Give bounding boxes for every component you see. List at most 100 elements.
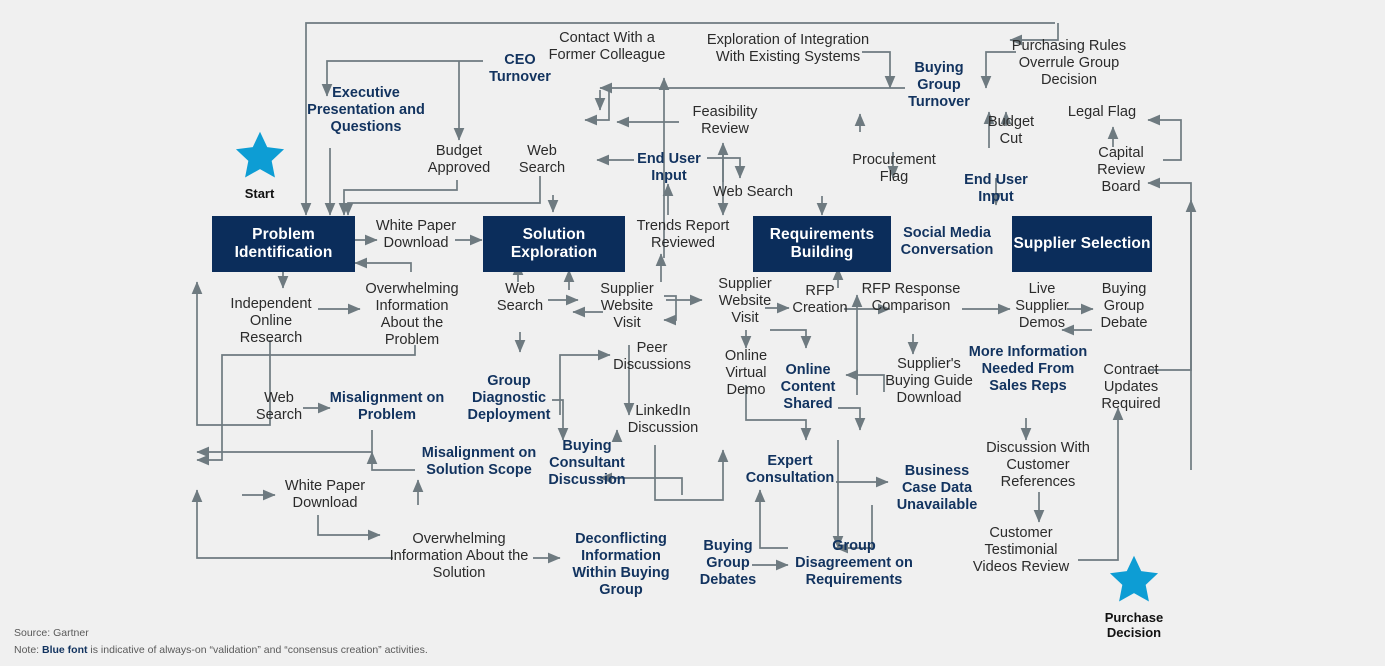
node-label: Peer Discussions [613,340,691,374]
node-more-information-needed[interactable]: More Information Needed From Sales Reps [968,344,1088,395]
node-rfp-creation[interactable]: RFP Creation [789,283,851,317]
star-icon [1109,555,1159,602]
node-live-supplier-demos[interactable]: Live Supplier Demos [1008,281,1076,332]
purchase-decision-label: Purchase Decision [1104,610,1164,640]
node-independent-online-research[interactable]: Independent Online Research [223,296,319,347]
node-expert-consultation[interactable]: Expert Consultation [738,453,842,487]
node-budget-approved[interactable]: Budget Approved [418,143,500,177]
start-label: Start [244,186,275,201]
node-linkedin-discussion[interactable]: LinkedIn Discussion [611,403,715,437]
node-label: Supplier's Buying Guide Download [885,356,973,407]
node-label: Misalignment on Problem [329,390,445,423]
footer-source: Source: Gartner [14,627,89,640]
node-label: Social Media Conversation [900,225,994,258]
node-label: Independent Online Research [230,296,312,347]
node-overwhelming-info-problem[interactable]: Overwhelming Information About the Probl… [358,281,466,349]
node-social-media-conversation[interactable]: Social Media Conversation [893,225,1001,259]
node-label: Buying Consultant Discussion [548,438,626,488]
node-label: Buying Group Debate [1100,281,1148,332]
node-procurement-flag[interactable]: Procurement Flag [845,152,943,186]
node-label: Capital Review Board [1097,145,1145,196]
node-online-virtual-demo[interactable]: Online Virtual Demo [714,348,778,399]
node-executive-presentation[interactable]: Executive Presentation and Questions [300,85,432,136]
node-supplier-website-visit-2[interactable]: Supplier Website Visit [704,276,786,327]
stage-supplier-selection[interactable]: Supplier Selection [1012,216,1152,272]
node-contract-updates-required[interactable]: Contract Updates Required [1090,362,1172,413]
node-overwhelming-info-solution[interactable]: Overwhelming Information About the Solut… [384,531,534,582]
node-web-search-feasibility[interactable]: Web Search [705,184,801,201]
node-label: Misalignment on Solution Scope [421,445,537,478]
node-label: Overwhelming Information About the Solut… [389,531,529,582]
node-white-paper-download-top[interactable]: White Paper Download [373,218,459,252]
node-label: Live Supplier Demos [1015,281,1069,332]
node-purchasing-rules-overrule[interactable]: Purchasing Rules Overrule Group Decision [1010,38,1128,89]
stage-label: Solution Exploration [510,225,598,261]
footer-note-suffix: is indicative of always-on “validation” … [87,643,428,656]
node-ceo-turnover[interactable]: CEO Turnover [477,52,563,86]
node-label: Legal Flag [1067,104,1137,120]
node-label: End User Input [637,151,701,184]
node-business-case-data-unavailable[interactable]: Business Case Data Unavailable [890,463,984,514]
node-group-diagnostic-deployment[interactable]: Group Diagnostic Deployment [464,373,554,424]
node-web-search-solution[interactable]: Web Search [483,281,557,315]
node-label: Business Case Data Unavailable [896,463,978,513]
stage-label: Requirements Building [769,225,875,261]
node-exploration-integration[interactable]: Exploration of Integration With Existing… [693,32,883,66]
node-suppliers-buying-guide[interactable]: Supplier's Buying Guide Download [880,356,978,407]
node-discussion-customer-references[interactable]: Discussion With Customer References [976,440,1100,491]
node-capital-review-board[interactable]: Capital Review Board [1090,145,1152,196]
node-deconflicting-information[interactable]: Deconflicting Information Within Buying … [560,531,682,599]
node-label: End User Input [964,172,1028,205]
node-label: Deconflicting Information Within Buying … [572,531,670,598]
node-feasibility-review[interactable]: Feasibility Review [681,104,769,138]
stage-problem-identification[interactable]: Problem Identification [212,216,355,272]
node-online-content-shared[interactable]: Online Content Shared [772,362,844,413]
node-misalignment-on-problem[interactable]: Misalignment on Problem [327,390,447,424]
node-customer-testimonial-videos[interactable]: Customer Testimonial Videos Review [963,525,1079,576]
node-white-paper-download-bottom[interactable]: White Paper Download [275,478,375,512]
node-end-user-input-left[interactable]: End User Input [629,151,709,185]
node-buying-consultant-discussion[interactable]: Buying Consultant Discussion [543,438,631,489]
node-label: Procurement Flag [852,152,936,186]
node-misalignment-solution-scope[interactable]: Misalignment on Solution Scope [418,445,540,479]
node-label: Budget Cut [987,114,1035,148]
node-web-search-top[interactable]: Web Search [505,143,579,177]
node-label: Overwhelming Information About the Probl… [365,281,459,349]
node-trends-report-reviewed[interactable]: Trends Report Reviewed [626,218,740,252]
node-label: Buying Group Debates [699,538,757,588]
node-label: Expert Consultation [745,453,835,486]
stage-solution-exploration[interactable]: Solution Exploration [483,216,625,272]
node-label: Contract Updates Required [1101,362,1161,413]
node-buying-group-turnover[interactable]: Buying Group Turnover [893,60,985,111]
purchase-decision-marker: Purchase Decision [1094,552,1174,641]
footer-note: Note: Blue font is indicative of always-… [14,642,428,658]
node-label: RFP Response Comparison [861,281,961,315]
node-label: Customer Testimonial Videos Review [972,525,1070,576]
node-label: Group Diagnostic Deployment [467,373,551,423]
node-legal-flag[interactable]: Legal Flag [1060,104,1144,121]
node-label: Exploration of Integration With Existing… [706,32,870,66]
node-label: Supplier Website Visit [600,281,654,332]
node-web-search-misalignment[interactable]: Web Search [245,390,313,424]
node-budget-cut[interactable]: Budget Cut [977,114,1045,148]
node-contact-former-colleague[interactable]: Contact With a Former Colleague [548,30,666,64]
stage-label: Problem Identification [234,225,333,261]
node-end-user-input-right[interactable]: End User Input [952,172,1040,206]
node-label: Feasibility Review [692,104,758,138]
node-label: White Paper Download [284,478,366,512]
node-supplier-website-visit-1[interactable]: Supplier Website Visit [586,281,668,332]
node-rfp-response-comparison[interactable]: RFP Response Comparison [858,281,964,315]
stage-requirements-building[interactable]: Requirements Building [753,216,891,272]
node-buying-group-debates[interactable]: Buying Group Debates [692,538,764,589]
node-buying-group-debate[interactable]: Buying Group Debate [1090,281,1158,332]
node-label: Online Virtual Demo [724,348,768,399]
node-peer-discussions[interactable]: Peer Discussions [603,340,701,374]
node-label: CEO Turnover [489,52,551,85]
node-label: Budget Approved [427,143,491,177]
node-label: White Paper Download [375,218,457,252]
node-group-disagreement-requirements[interactable]: Group Disagreement on Requirements [786,538,922,589]
node-label: Web Search [255,390,303,424]
node-label: Trends Report Reviewed [636,218,730,252]
star-icon [235,131,284,178]
